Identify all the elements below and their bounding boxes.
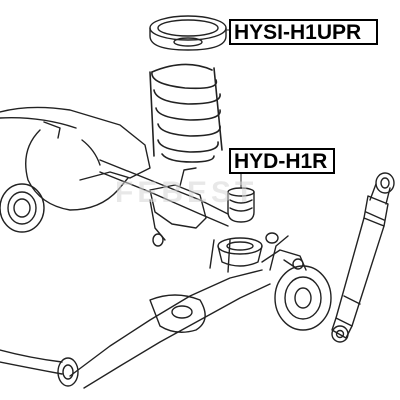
wheel-hub xyxy=(261,232,332,331)
leader-lines xyxy=(225,29,242,189)
shock-absorber xyxy=(331,172,395,343)
part-label-upper-mount: HYSI-H1UPR xyxy=(229,19,378,45)
part-label-bump-stop: HYD-H1R xyxy=(229,148,335,174)
spring-seat-bracket xyxy=(149,167,207,247)
lower-spring-pad xyxy=(217,237,263,267)
upper-spring-mount xyxy=(149,15,227,51)
trailing-arm xyxy=(0,239,271,389)
watermark-text: FEBEST xyxy=(115,176,258,209)
axle-housing xyxy=(0,106,229,233)
coil-spring xyxy=(149,63,223,163)
